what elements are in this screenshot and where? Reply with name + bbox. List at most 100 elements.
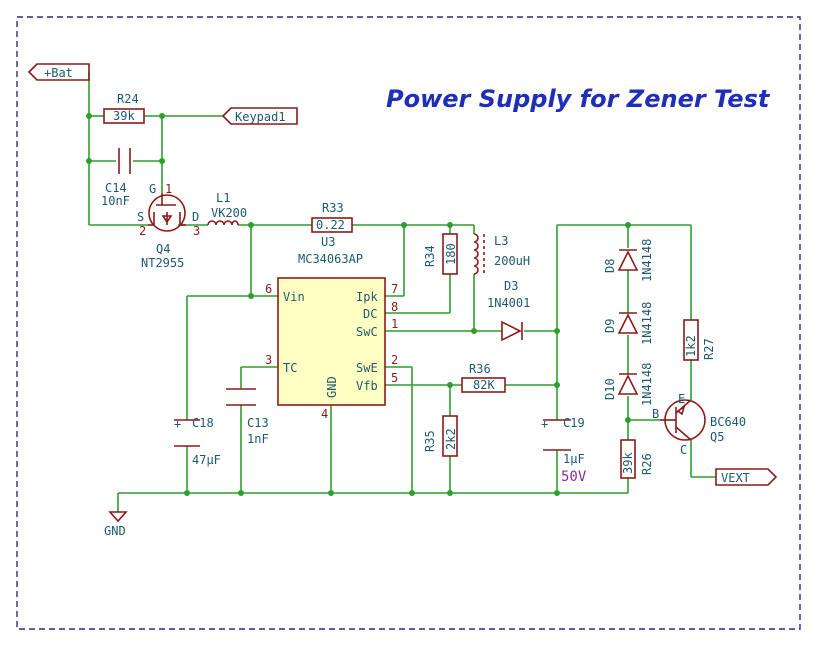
svg-text:10nF: 10nF	[101, 194, 130, 208]
svg-text:R35: R35	[423, 430, 437, 452]
svg-text:E: E	[678, 392, 685, 406]
sheet-border	[16, 16, 801, 630]
svg-text:G: G	[149, 182, 156, 196]
keypad-label[interactable]: Keypad1	[221, 107, 298, 125]
capacitor-c14[interactable]: C14 10nF	[101, 148, 131, 208]
svg-text:Vfb: Vfb	[356, 379, 378, 393]
svg-text:C18: C18	[192, 416, 214, 430]
svg-text:50V: 50V	[561, 469, 587, 485]
svg-text:L1: L1	[216, 191, 230, 205]
svg-text:8: 8	[391, 300, 398, 314]
svg-text:1N4148: 1N4148	[640, 363, 654, 406]
capacitor-c19[interactable]: + C19 1µF 50V	[541, 416, 587, 485]
svg-text:R33: R33	[322, 201, 344, 215]
svg-text:D3: D3	[504, 279, 518, 293]
svg-text:200uH: 200uH	[494, 254, 530, 268]
schematic-title: Power Supply for Zener Test	[386, 85, 771, 113]
resistor-r34[interactable]: R34 180	[423, 233, 458, 275]
svg-text:B: B	[652, 407, 659, 421]
svg-text:SwE: SwE	[356, 361, 378, 375]
vext-label[interactable]: VEXT	[715, 468, 778, 486]
svg-text:6: 6	[265, 282, 272, 296]
svg-text:1: 1	[165, 182, 172, 196]
svg-text:NT2955: NT2955	[141, 256, 184, 270]
resistor-r35[interactable]: R35 2k2	[423, 415, 458, 457]
svg-text:R24: R24	[117, 92, 139, 106]
svg-text:Q5: Q5	[710, 430, 724, 444]
svg-text:39k: 39k	[113, 109, 135, 123]
svg-text:Q4: Q4	[156, 242, 170, 256]
svg-text:Vin: Vin	[283, 290, 305, 304]
svg-text:VK200: VK200	[211, 206, 247, 220]
inductor-l1[interactable]: L1 VK200	[207, 191, 247, 226]
svg-text:C: C	[680, 443, 687, 457]
resistor-r26[interactable]: 39k R26	[620, 439, 654, 479]
svg-text:R36: R36	[469, 362, 491, 376]
svg-text:GND: GND	[325, 376, 339, 398]
inductor-l3[interactable]: L3 200uH	[473, 233, 530, 275]
svg-text:1: 1	[391, 317, 398, 331]
svg-text:1k2: 1k2	[684, 335, 698, 357]
svg-text:1nF: 1nF	[247, 432, 269, 446]
svg-text:1N4001: 1N4001	[487, 296, 530, 310]
resistor-r33[interactable]: R33 0.22	[311, 201, 353, 233]
svg-text:S: S	[137, 210, 144, 224]
svg-text:180: 180	[444, 243, 458, 265]
svg-text:47µF: 47µF	[192, 453, 221, 467]
svg-text:TC: TC	[283, 361, 297, 375]
mosfet-q4[interactable]: G 1 S D 2 3 Q4 NT2955	[137, 182, 200, 270]
diode-d8[interactable]: D8 1N4148	[603, 239, 654, 282]
svg-text:D: D	[192, 210, 199, 224]
junctions	[86, 113, 631, 496]
svg-text:R26: R26	[640, 453, 654, 475]
svg-text:3: 3	[193, 224, 200, 238]
diode-d9[interactable]: D9 1N4148	[603, 302, 654, 345]
svg-text:1N4148: 1N4148	[640, 239, 654, 282]
diode-d3[interactable]: D3 1N4001	[487, 279, 530, 342]
svg-text:2: 2	[139, 224, 146, 238]
gnd-symbol[interactable]: GND	[104, 511, 128, 538]
svg-text:C14: C14	[105, 181, 127, 195]
svg-text:2k2: 2k2	[444, 428, 458, 450]
svg-text:C19: C19	[563, 416, 585, 430]
svg-text:7: 7	[391, 282, 398, 296]
ic-u3[interactable]: U3 MC34063AP Vin TC GND Ipk DC SwC SwE V…	[265, 235, 398, 421]
svg-text:Keypad1: Keypad1	[235, 110, 286, 124]
svg-text:+Bat: +Bat	[44, 66, 73, 80]
svg-text:R34: R34	[423, 245, 437, 267]
svg-text:1N4148: 1N4148	[640, 302, 654, 345]
svg-text:R27: R27	[702, 338, 716, 360]
svg-text:D8: D8	[603, 259, 617, 273]
svg-text:VEXT: VEXT	[721, 471, 750, 485]
resistor-r27[interactable]: 1k2 R27	[683, 319, 716, 361]
svg-text:+: +	[541, 417, 548, 431]
svg-text:5: 5	[391, 371, 398, 385]
diode-d10[interactable]: D10 1N4148	[603, 363, 654, 406]
svg-text:39k: 39k	[621, 452, 635, 474]
svg-text:L3: L3	[494, 234, 508, 248]
svg-text:+: +	[174, 417, 181, 431]
svg-text:D9: D9	[603, 319, 617, 333]
capacitor-c18[interactable]: + C18 47µF	[174, 416, 221, 467]
svg-text:0.22: 0.22	[316, 218, 345, 232]
resistor-r36[interactable]: R36 82K	[461, 362, 506, 393]
svg-text:1µF: 1µF	[563, 452, 585, 466]
capacitor-c13[interactable]: C13 1nF	[226, 388, 269, 446]
svg-text:82K: 82K	[473, 378, 495, 392]
svg-text:2: 2	[391, 353, 398, 367]
svg-text:BC640: BC640	[710, 415, 746, 429]
svg-text:Ipk: Ipk	[356, 290, 378, 304]
svg-text:SwC: SwC	[356, 325, 378, 339]
svg-text:U3: U3	[321, 235, 335, 249]
transistor-q5[interactable]: B E C BC640 Q5	[652, 392, 746, 457]
svg-text:4: 4	[321, 407, 328, 421]
svg-text:3: 3	[265, 353, 272, 367]
svg-text:C13: C13	[247, 416, 269, 430]
resistor-r24[interactable]: R24 39k	[103, 92, 145, 124]
svg-text:GND: GND	[104, 524, 126, 538]
bat-label[interactable]: +Bat	[27, 63, 90, 81]
svg-text:MC34063AP: MC34063AP	[298, 252, 363, 266]
svg-text:D10: D10	[603, 378, 617, 400]
svg-text:DC: DC	[363, 307, 377, 321]
